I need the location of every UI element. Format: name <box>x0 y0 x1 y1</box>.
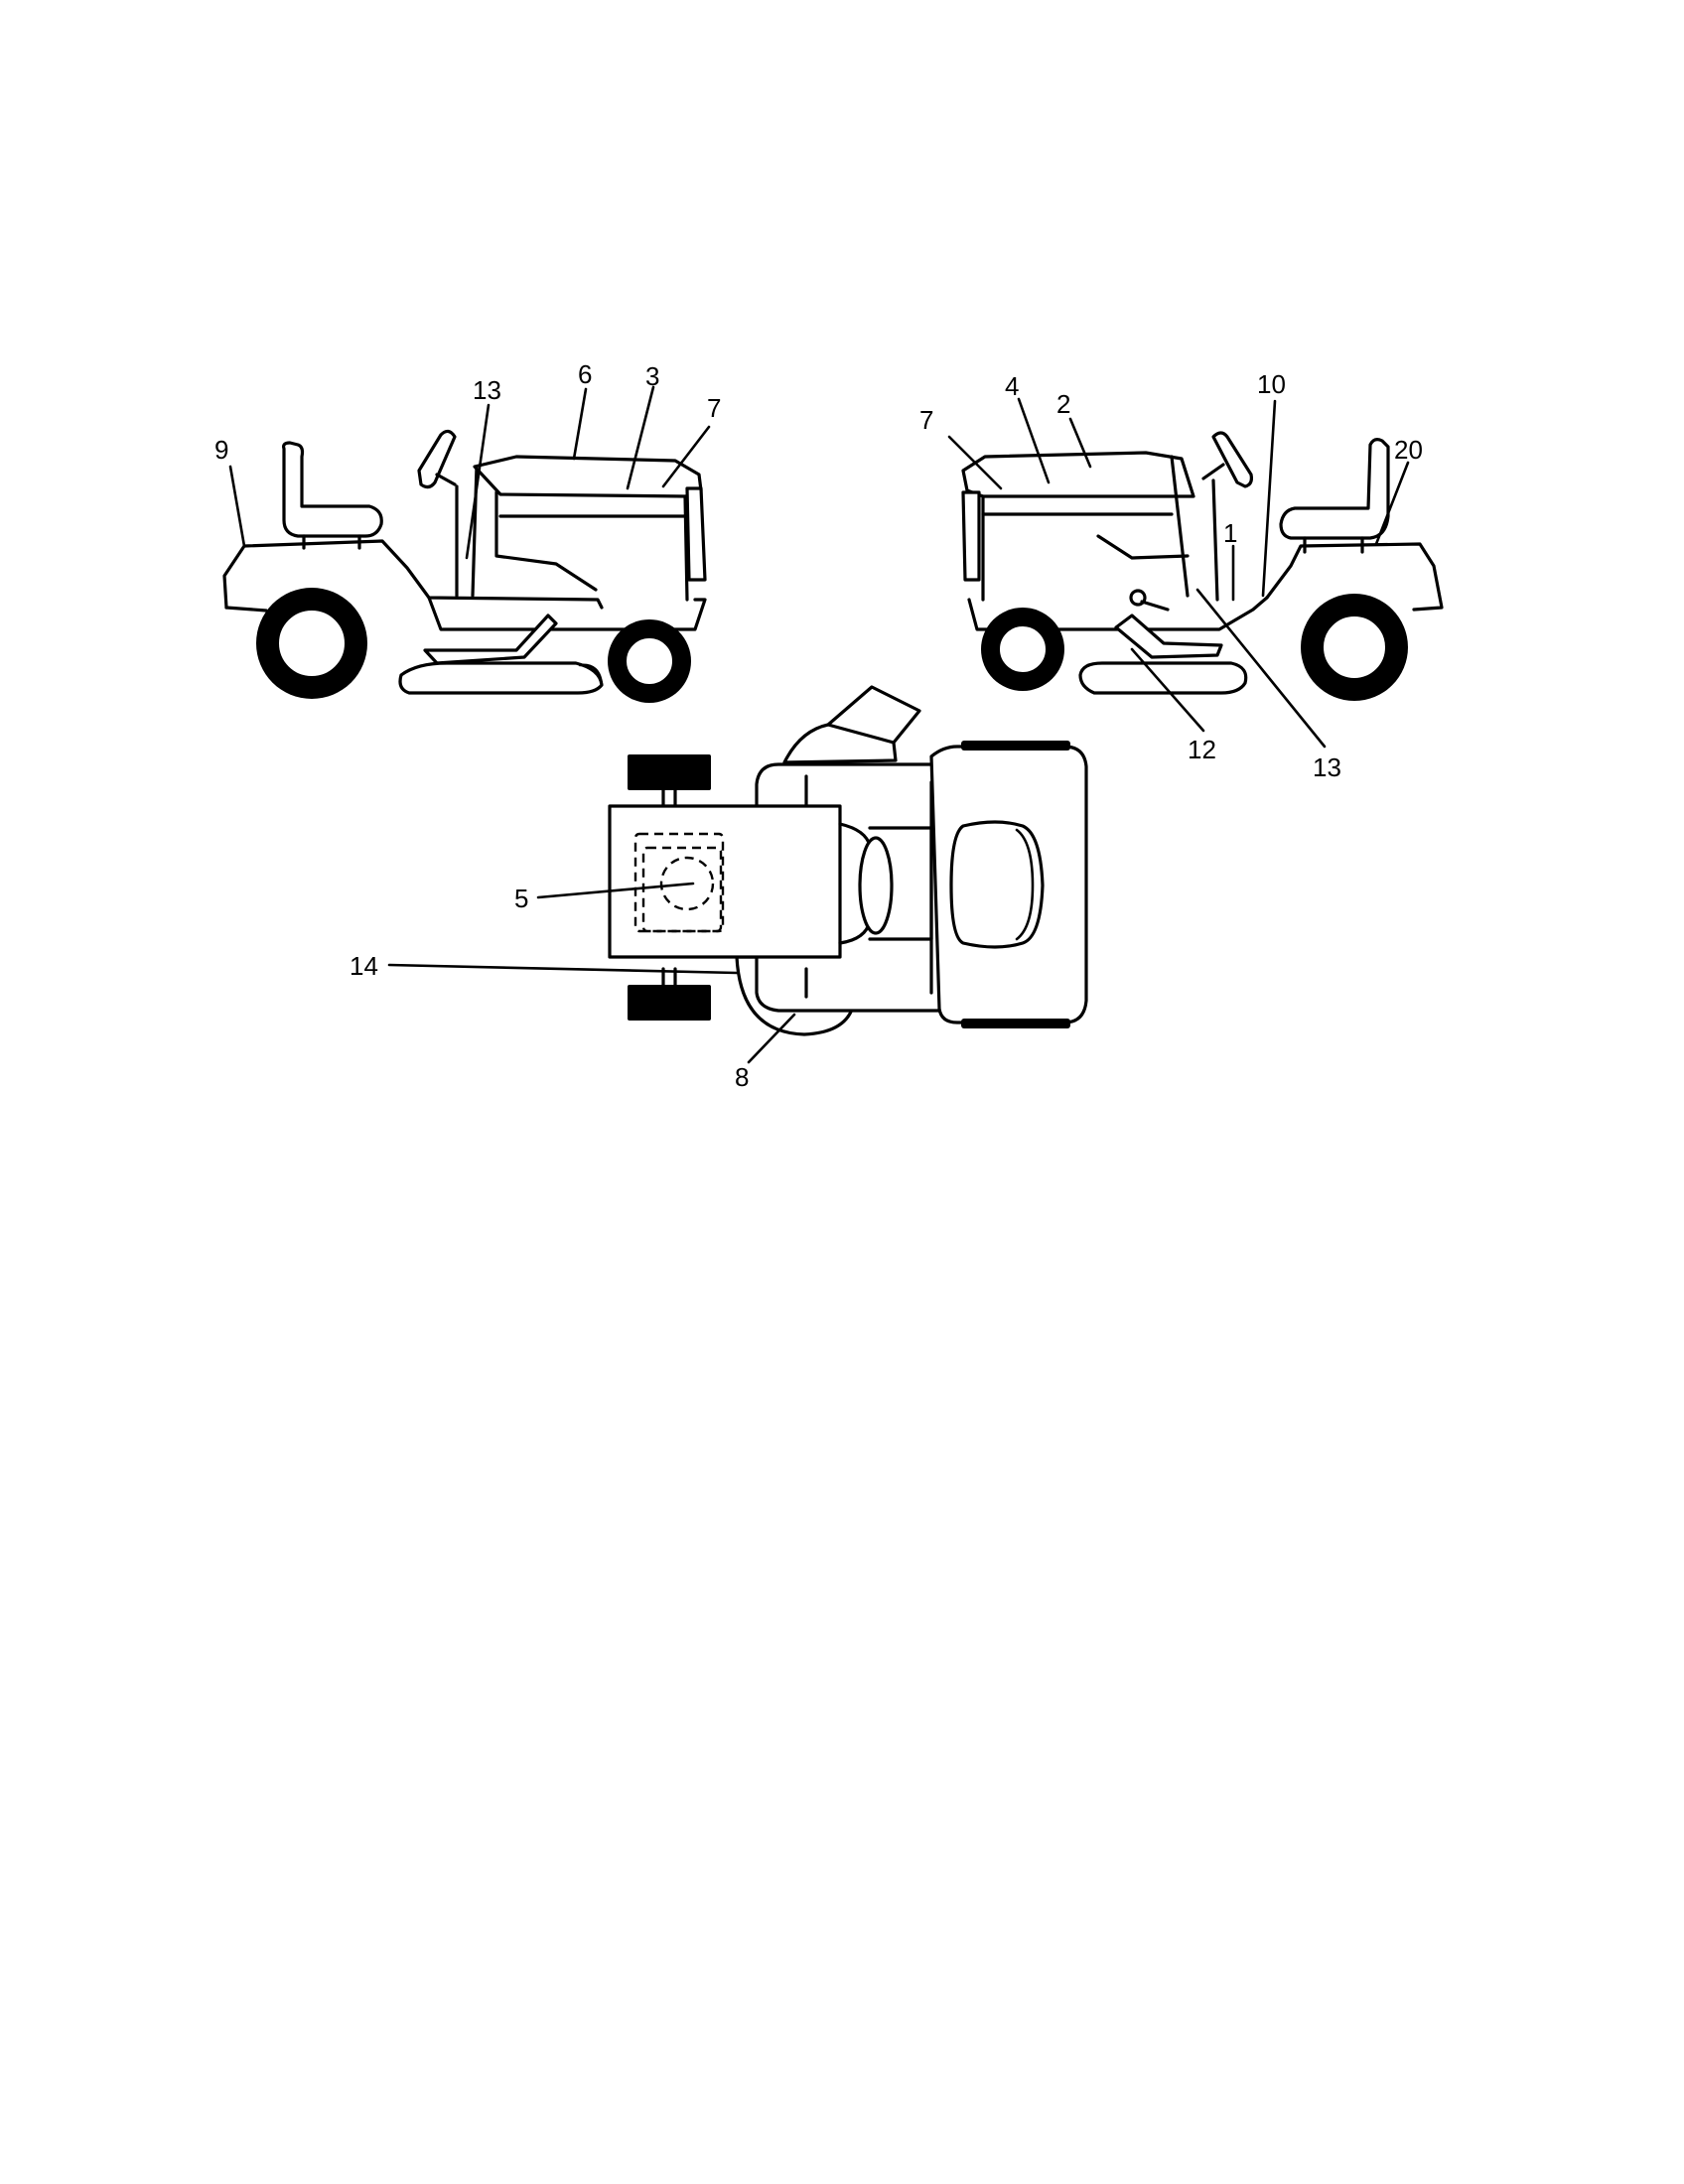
tractor-top-view <box>608 685 1088 1036</box>
callout-4: 4 <box>1005 371 1019 401</box>
callout-7-left: 7 <box>707 393 721 423</box>
callout-5: 5 <box>514 884 528 913</box>
callout-8: 8 <box>735 1062 749 1092</box>
leader-lines <box>228 385 1410 1064</box>
callout-13-left: 13 <box>473 375 501 405</box>
callout-labels: 9 13 6 3 7 7 4 2 10 20 1 12 13 5 14 8 <box>214 359 1423 1092</box>
callout-20: 20 <box>1394 435 1423 465</box>
callout-14: 14 <box>350 951 378 981</box>
callout-7-right: 7 <box>919 405 933 435</box>
callout-2: 2 <box>1056 389 1070 419</box>
callout-9: 9 <box>214 435 228 465</box>
tractor-right-side-view <box>961 431 1444 701</box>
callout-6: 6 <box>578 359 592 389</box>
callout-3: 3 <box>645 361 659 391</box>
callout-13-right: 13 <box>1313 752 1341 782</box>
callout-1: 1 <box>1223 518 1237 548</box>
tractor-left-side-view <box>222 429 707 703</box>
callout-12: 12 <box>1188 735 1216 764</box>
callout-10: 10 <box>1257 369 1286 399</box>
